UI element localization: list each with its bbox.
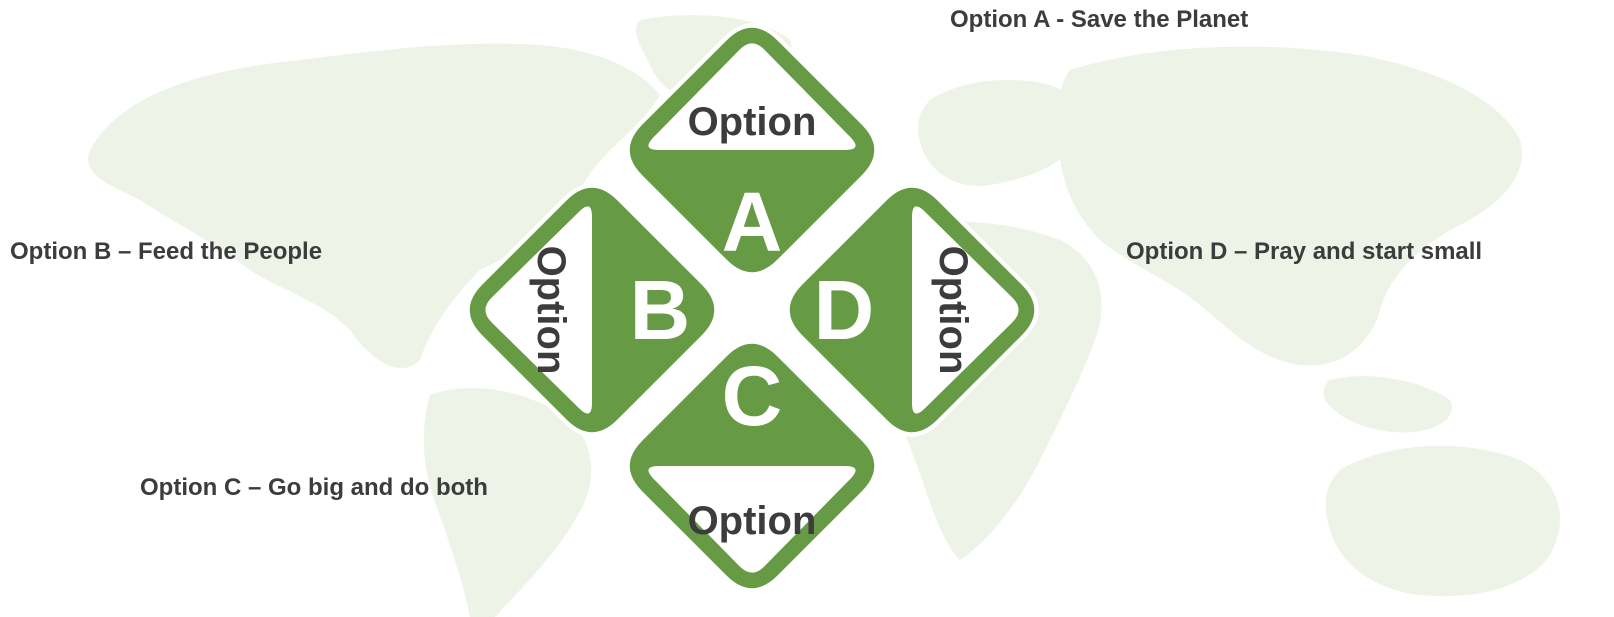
option-b-diamond: Option B	[465, 183, 719, 437]
option-word: Option	[931, 246, 975, 375]
option-b-label: Option B – Feed the People	[10, 238, 323, 265]
option-c-label: Option C – Go big and do both	[140, 474, 488, 501]
north-america-shape	[88, 43, 661, 369]
option-c-diamond: Option C	[625, 339, 879, 593]
asia-shape	[1058, 46, 1522, 366]
europe-shape	[918, 80, 1082, 186]
option-letter: C	[722, 349, 783, 443]
australia-shape	[1325, 446, 1560, 597]
option-letter: B	[630, 263, 691, 357]
option-a-label: Option A - Save the Planet	[950, 6, 1249, 33]
south-america-shape	[423, 388, 592, 617]
option-letter: D	[814, 263, 875, 357]
diamond-inner-panel	[648, 466, 856, 573]
diamond-inner-panel	[485, 206, 592, 414]
diamond-shape	[629, 27, 875, 273]
option-word: Option	[529, 246, 573, 375]
option-letter: A	[722, 175, 783, 269]
option-d-label: Option D – Pray and start small	[1126, 238, 1483, 265]
option-d-diamond: Option D	[785, 183, 1039, 437]
option-word: Option	[688, 499, 817, 543]
diamond-inner-panel	[648, 43, 856, 150]
option-word: Option	[688, 100, 817, 144]
diamond-inner-panel	[912, 206, 1019, 414]
southeast-asia-shape	[1323, 376, 1452, 433]
